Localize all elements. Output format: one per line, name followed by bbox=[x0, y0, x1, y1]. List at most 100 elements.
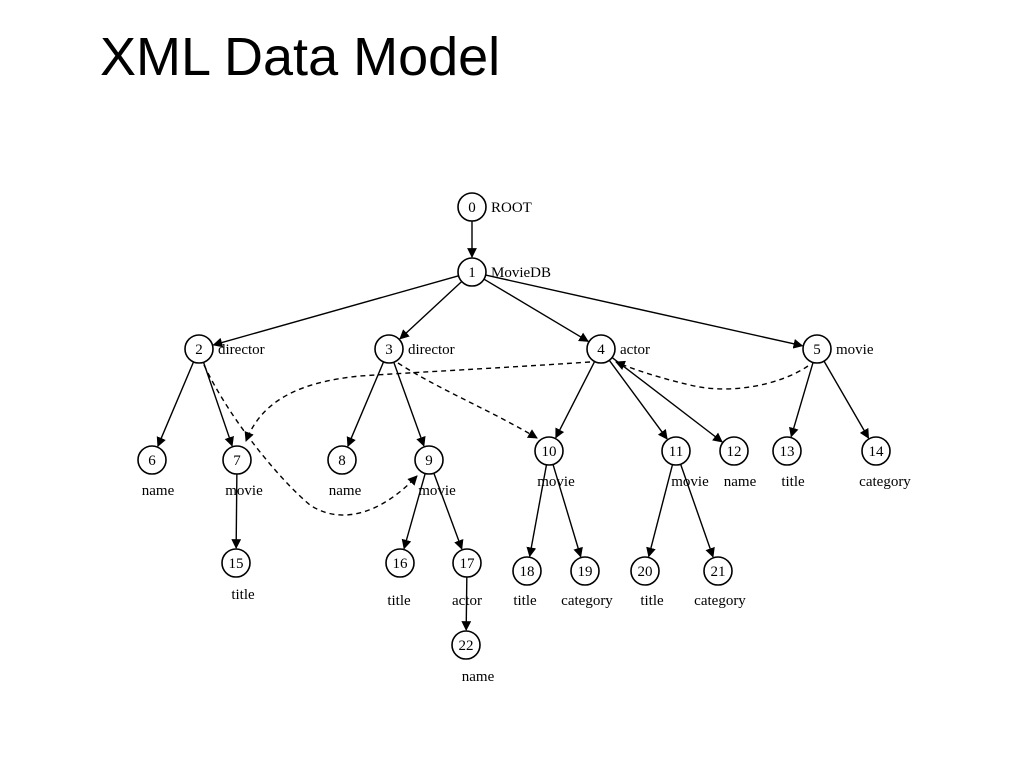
node-label-21: category bbox=[694, 593, 746, 609]
tree-edge-1-4 bbox=[483, 278, 589, 342]
reference-edge-3-10 bbox=[397, 362, 538, 439]
node-circle-1 bbox=[457, 257, 487, 287]
node-id-19: 19 bbox=[578, 564, 593, 580]
tree-edge-10-18 bbox=[526, 464, 548, 558]
node-id-12: 12 bbox=[727, 444, 742, 460]
node-id-0: 0 bbox=[468, 200, 476, 216]
node-id-2: 2 bbox=[195, 342, 203, 358]
tree-edge-10-19 bbox=[552, 464, 583, 558]
tree-edge-7-15 bbox=[231, 473, 242, 549]
tree-edge-17-22 bbox=[461, 576, 472, 631]
slide-title: XML Data Model bbox=[100, 27, 501, 87]
node-label-10: movie bbox=[537, 474, 575, 490]
node-id-14: 14 bbox=[869, 444, 885, 460]
node-id-21: 21 bbox=[711, 564, 726, 580]
edges-layer bbox=[156, 221, 870, 631]
node-label-18: title bbox=[513, 593, 537, 609]
tree-edge-1-2 bbox=[212, 275, 459, 348]
tree-edge-11-20 bbox=[646, 464, 674, 558]
node-label-12: name bbox=[724, 474, 757, 490]
node-circle-22 bbox=[451, 630, 481, 660]
node-label-5: movie bbox=[836, 342, 874, 358]
tree-edge-4-10 bbox=[555, 361, 596, 439]
tree-edge-2-6 bbox=[156, 361, 195, 448]
node-circle-8 bbox=[327, 445, 357, 475]
tree-edge-3-9 bbox=[393, 361, 426, 447]
node-id-6: 6 bbox=[148, 453, 156, 469]
node-label-0: ROOT bbox=[491, 200, 532, 216]
node-id-8: 8 bbox=[338, 453, 346, 469]
tree-node-21: 21 category bbox=[694, 556, 746, 609]
reference-edge-5-4 bbox=[615, 360, 809, 390]
node-id-5: 5 bbox=[813, 342, 821, 358]
tree-node-17: 17 actor bbox=[452, 548, 482, 609]
node-circle-5 bbox=[802, 334, 832, 364]
tree-node-8: 8 name bbox=[327, 445, 362, 499]
tree-node-3: 3 director bbox=[374, 334, 455, 364]
tree-node-5: 5 movie bbox=[802, 334, 874, 364]
node-id-18: 18 bbox=[520, 564, 535, 580]
node-label-3: director bbox=[408, 342, 455, 358]
node-id-16: 16 bbox=[393, 556, 409, 572]
node-label-15: title bbox=[231, 587, 255, 603]
node-id-7: 7 bbox=[233, 453, 241, 469]
tree-edge-4-11 bbox=[608, 359, 668, 440]
tree-edge-2-7 bbox=[202, 362, 234, 447]
tree-edge-1-3 bbox=[399, 281, 463, 340]
node-label-9: movie bbox=[418, 483, 456, 499]
tree-node-15: 15 title bbox=[221, 548, 255, 603]
node-id-9: 9 bbox=[425, 453, 433, 469]
tree-node-7: 7 movie bbox=[222, 445, 263, 499]
node-label-1: MovieDB bbox=[491, 265, 551, 281]
node-circle-12 bbox=[719, 436, 749, 466]
tree-edge-9-17 bbox=[433, 472, 464, 550]
tree-edge-5-13 bbox=[789, 362, 814, 438]
tree-edge-9-16 bbox=[401, 473, 426, 550]
node-circle-0 bbox=[457, 192, 487, 222]
node-circle-3 bbox=[374, 334, 404, 364]
node-id-3: 3 bbox=[385, 342, 393, 358]
node-id-17: 17 bbox=[460, 556, 476, 572]
node-circle-13 bbox=[772, 436, 802, 466]
tree-node-12: 12 name bbox=[719, 436, 757, 490]
node-circle-2 bbox=[184, 334, 214, 364]
node-id-13: 13 bbox=[780, 444, 795, 460]
node-id-22: 22 bbox=[459, 638, 474, 654]
tree-edge-11-21 bbox=[679, 463, 715, 558]
node-circle-14 bbox=[861, 436, 891, 466]
tree-node-9: 9 movie bbox=[414, 445, 456, 499]
tree-edge-1-5 bbox=[485, 274, 804, 349]
node-label-13: title bbox=[781, 474, 805, 490]
node-circle-21 bbox=[703, 556, 733, 586]
tree-edge-5-14 bbox=[823, 360, 870, 439]
node-circle-18 bbox=[512, 556, 542, 586]
node-circle-17 bbox=[452, 548, 482, 578]
tree-edge-4-12 bbox=[611, 356, 723, 443]
node-circle-15 bbox=[221, 548, 251, 578]
tree-edge-3-8 bbox=[346, 361, 385, 448]
references-layer bbox=[203, 360, 809, 516]
node-label-17: actor bbox=[452, 593, 482, 609]
node-circle-19 bbox=[570, 556, 600, 586]
node-label-8: name bbox=[329, 483, 362, 499]
reference-edge-2-9 bbox=[203, 364, 418, 516]
node-circle-7 bbox=[222, 445, 252, 475]
node-circle-10 bbox=[534, 436, 564, 466]
node-circle-16 bbox=[385, 548, 415, 578]
node-label-6: name bbox=[142, 483, 175, 499]
node-label-7: movie bbox=[225, 483, 263, 499]
node-label-19: category bbox=[561, 593, 613, 609]
node-circle-9 bbox=[414, 445, 444, 475]
node-id-15: 15 bbox=[229, 556, 244, 572]
tree-node-0: 0 ROOT bbox=[457, 192, 532, 222]
node-circle-4 bbox=[586, 334, 616, 364]
tree-node-6: 6 name bbox=[137, 445, 175, 499]
